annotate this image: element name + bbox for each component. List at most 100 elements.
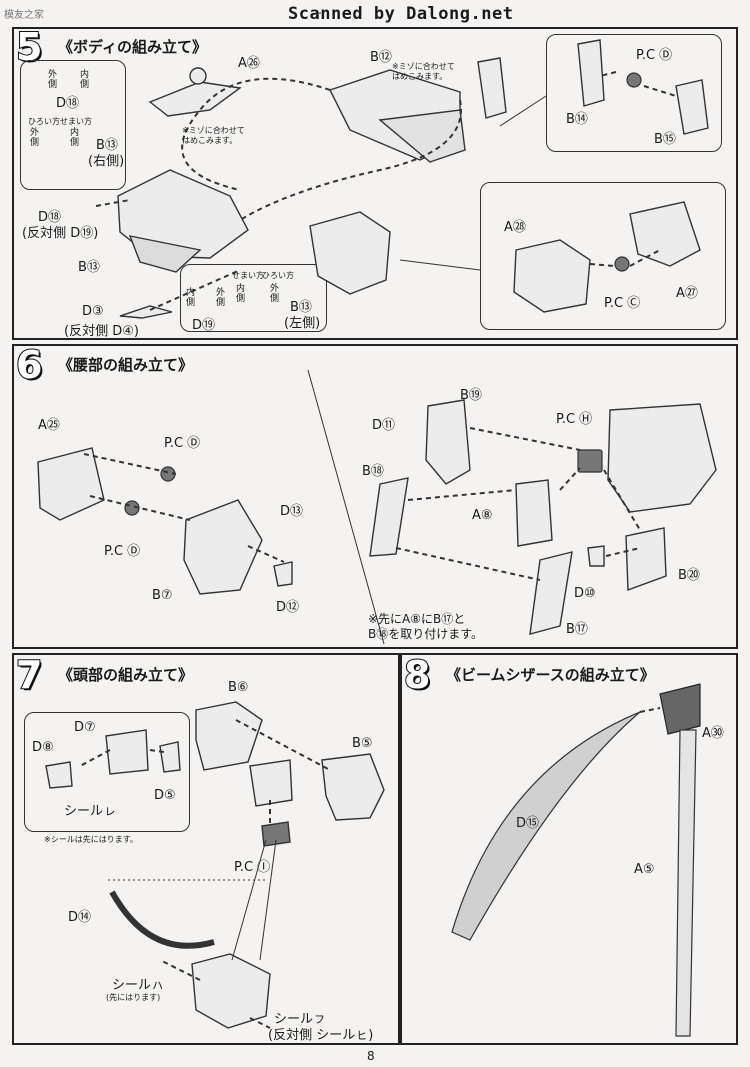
part-a26 — [148, 81, 242, 117]
part-a30 — [659, 683, 701, 735]
part-b14 — [577, 39, 605, 107]
label-b13-main: B⑬ — [78, 260, 100, 275]
inset-left-wide: ひろい方 — [28, 117, 60, 126]
part-a25 — [37, 447, 105, 521]
label-d15: D⑮ — [516, 816, 540, 831]
inset-left-inner: 内 側 — [80, 70, 90, 90]
label-seal-i-opp: (反対側 シールㇶ) — [268, 1028, 374, 1043]
part-b5 — [321, 753, 385, 821]
label-b7: B⑦ — [152, 588, 173, 603]
part-pcd-5 — [626, 72, 642, 88]
part-a27 — [629, 201, 701, 267]
label-pci: P.C Ⓘ — [234, 860, 271, 875]
label-a25: A㉕ — [38, 418, 60, 433]
inset-bottom-outer-main: 外 側 — [270, 284, 280, 304]
note-groove-1: ※ミゾに合わせて はめこみます。 — [392, 62, 455, 81]
part-b13 — [128, 235, 202, 273]
label-a26: A㉖ — [238, 56, 260, 71]
inset-bottom-left-side: (左側) — [284, 316, 321, 331]
step6-note: ※先にA⑧にB⑰と B⑱を取り付けます。 — [368, 612, 484, 641]
inset-left-d18: D⑱ — [56, 96, 80, 111]
step5-inset-bottom — [180, 264, 327, 332]
note-groove-2: ※ミゾに合わせて はめこみます。 — [182, 126, 245, 145]
label-d10: D⑩ — [574, 586, 596, 601]
inset-left-outer2: 外 側 — [30, 128, 40, 148]
part-b12-side — [477, 57, 507, 119]
step5-inset-callout-right — [546, 34, 722, 152]
part-pcc-5 — [614, 256, 630, 272]
part-hip-main — [607, 403, 717, 513]
inset-bottom-wide: ひろい方 — [262, 271, 294, 280]
part-d14 — [109, 890, 215, 949]
step8-panel — [400, 653, 738, 1045]
inset-left-inner2: 内 側 — [70, 128, 80, 148]
label-seal-a-note: (先にはります) — [106, 993, 161, 1002]
label-d8: D⑧ — [32, 740, 54, 755]
step7-inset-note: ※シールは先にはります。 — [44, 835, 138, 844]
inset-left-b13: B⑬ — [96, 138, 118, 153]
step6-number: 6 — [15, 343, 43, 387]
label-d13: D⑬ — [280, 504, 304, 519]
part-body-main — [117, 169, 249, 259]
label-a27: A㉗ — [676, 286, 698, 301]
inset-bottom-outer: 外 側 — [216, 288, 226, 308]
part-b15 — [675, 79, 709, 135]
inset-bottom-inner-main: 内 側 — [236, 284, 246, 304]
part-b6 — [195, 701, 263, 771]
part-d10 — [587, 545, 605, 567]
part-d8-inset — [45, 761, 73, 789]
inset-left-outer: 外 側 — [48, 70, 58, 90]
label-a8: A⑧ — [472, 508, 493, 523]
part-b19 — [425, 399, 471, 485]
step5-panel — [12, 27, 738, 340]
label-b5: B⑤ — [352, 736, 373, 751]
part-a28 — [513, 239, 591, 313]
label-a5: A⑤ — [634, 862, 655, 877]
part-chest-lower — [309, 211, 391, 295]
label-seal-a: シールㇵ — [112, 978, 165, 993]
step5-inset-left — [20, 60, 126, 190]
part-a5-handle — [675, 729, 697, 1037]
inset-bottom-d19: D⑲ — [192, 318, 216, 333]
label-d11: D⑪ — [372, 418, 396, 433]
label-pch: P.C Ⓗ — [556, 412, 593, 427]
label-d7: D⑦ — [74, 720, 96, 735]
label-d18-main: D⑱ — [38, 210, 62, 225]
part-b18 — [369, 477, 409, 557]
label-d12: D⑫ — [276, 600, 300, 615]
label-d14: D⑭ — [68, 910, 92, 925]
label-b15: B⑮ — [654, 132, 676, 147]
label-seal-e: シールㇾ — [64, 804, 117, 819]
label-b14: B⑭ — [566, 112, 588, 127]
part-head-full — [191, 953, 271, 1029]
step7-inset — [24, 712, 190, 832]
part-head-core — [249, 759, 293, 807]
part-d12 — [273, 561, 293, 587]
scan-credit: Scanned by Dalong.net — [288, 4, 514, 24]
label-seal-u: シールㇷ — [274, 1012, 327, 1027]
inset-bottom-narrow: せまい方 — [232, 271, 264, 280]
part-d3 — [119, 305, 173, 319]
corner-watermark: 模友之家 — [4, 10, 44, 21]
label-b6: B⑥ — [228, 680, 249, 695]
label-pcc: P.C Ⓒ — [604, 296, 641, 311]
step5-inset-callout-lower — [480, 182, 726, 330]
step6-panel — [12, 344, 738, 649]
part-b17 — [529, 551, 573, 635]
step7-title: 《頭部の組み立て》 — [58, 666, 194, 684]
part-a8 — [515, 479, 553, 547]
label-d5: D⑤ — [154, 788, 176, 803]
inset-bottom-inner: 内 側 — [186, 288, 196, 308]
label-pcd-5: P.C Ⓓ — [636, 48, 673, 63]
label-b20: B⑳ — [678, 568, 700, 583]
part-d5-inset — [159, 741, 181, 773]
label-d19-opp: (反対側 D⑲) — [22, 226, 99, 241]
step7-number: 7 — [15, 653, 43, 697]
step5-title: 《ボディの組み立て》 — [58, 38, 207, 56]
step8-title: 《ビームシザースの組み立て》 — [446, 666, 655, 684]
part-b20 — [625, 527, 667, 591]
step6-title: 《腰部の組み立て》 — [58, 356, 194, 374]
label-a30: A㉚ — [702, 726, 724, 741]
page-number: 8 — [367, 1049, 375, 1063]
